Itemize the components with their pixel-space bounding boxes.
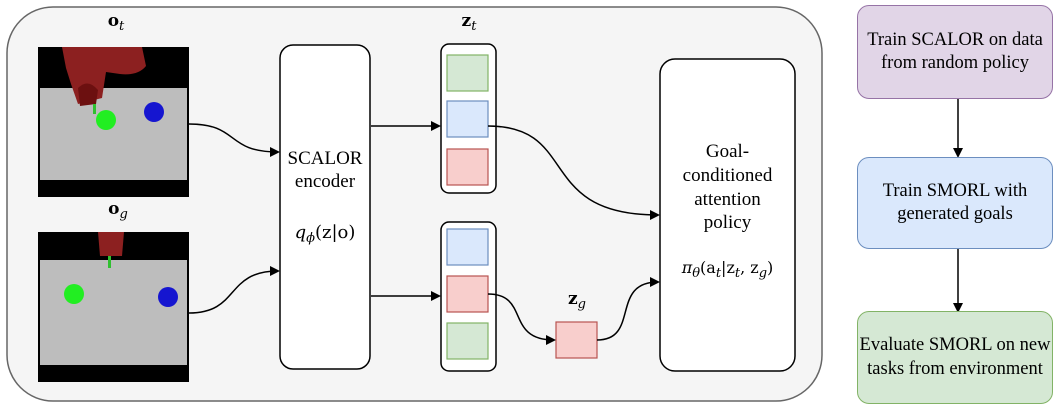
latent-goal-slot-green (446, 322, 489, 360)
arrow-latent-current-to-policy (487, 125, 660, 220)
encoder-formula: qϕ(z|o) (294, 222, 356, 246)
arrow-obs-goal-to-encoder (188, 266, 280, 314)
latent-goal-slot-blue (446, 228, 489, 266)
flow-step-evaluate-smorl: Evaluate SMORL on new tasks from environ… (857, 311, 1053, 404)
policy-formula: πθ(at|zt, zg) (681, 258, 774, 281)
policy-label-line1: Goal- (705, 141, 750, 162)
encoder-label: SCALOR encoder (270, 148, 380, 194)
label-obs-goal: og (108, 199, 128, 222)
arrow-selected-to-policy (596, 277, 660, 341)
policy-label-line3: attention (694, 188, 761, 210)
scalor-encoder-box (279, 44, 371, 370)
encoder-label-line2: encoder (294, 170, 356, 192)
selected-goal-slot (555, 321, 598, 359)
policy-label-line4: policy (703, 212, 752, 234)
arrow-goal-slot-to-selected (487, 293, 556, 345)
latent-current-slot-blue (446, 100, 489, 138)
flow-step-train-smorl: Train SMORL with generated goals (857, 157, 1053, 249)
policy-box (659, 58, 796, 372)
main-panel (6, 6, 823, 402)
goal-observation-image (38, 232, 189, 382)
encoder-label-line1: SCALOR (287, 148, 363, 169)
latent-current-slot-green (446, 54, 489, 92)
label-latent-goal: zg (568, 289, 586, 312)
label-obs-current: ot (107, 11, 125, 34)
latent-current-slot-red (446, 148, 489, 186)
current-observation-image (38, 47, 189, 197)
flow-step-train-scalor: Train SCALOR on data from random policy (857, 5, 1053, 99)
label-latent-current: zt (461, 11, 477, 34)
policy-label: Goal- conditioned attention policy (662, 140, 793, 235)
policy-label-line2: conditioned (682, 164, 773, 186)
latent-goal-slot-red (446, 275, 489, 313)
arrow-obs-current-to-encoder (188, 123, 280, 157)
